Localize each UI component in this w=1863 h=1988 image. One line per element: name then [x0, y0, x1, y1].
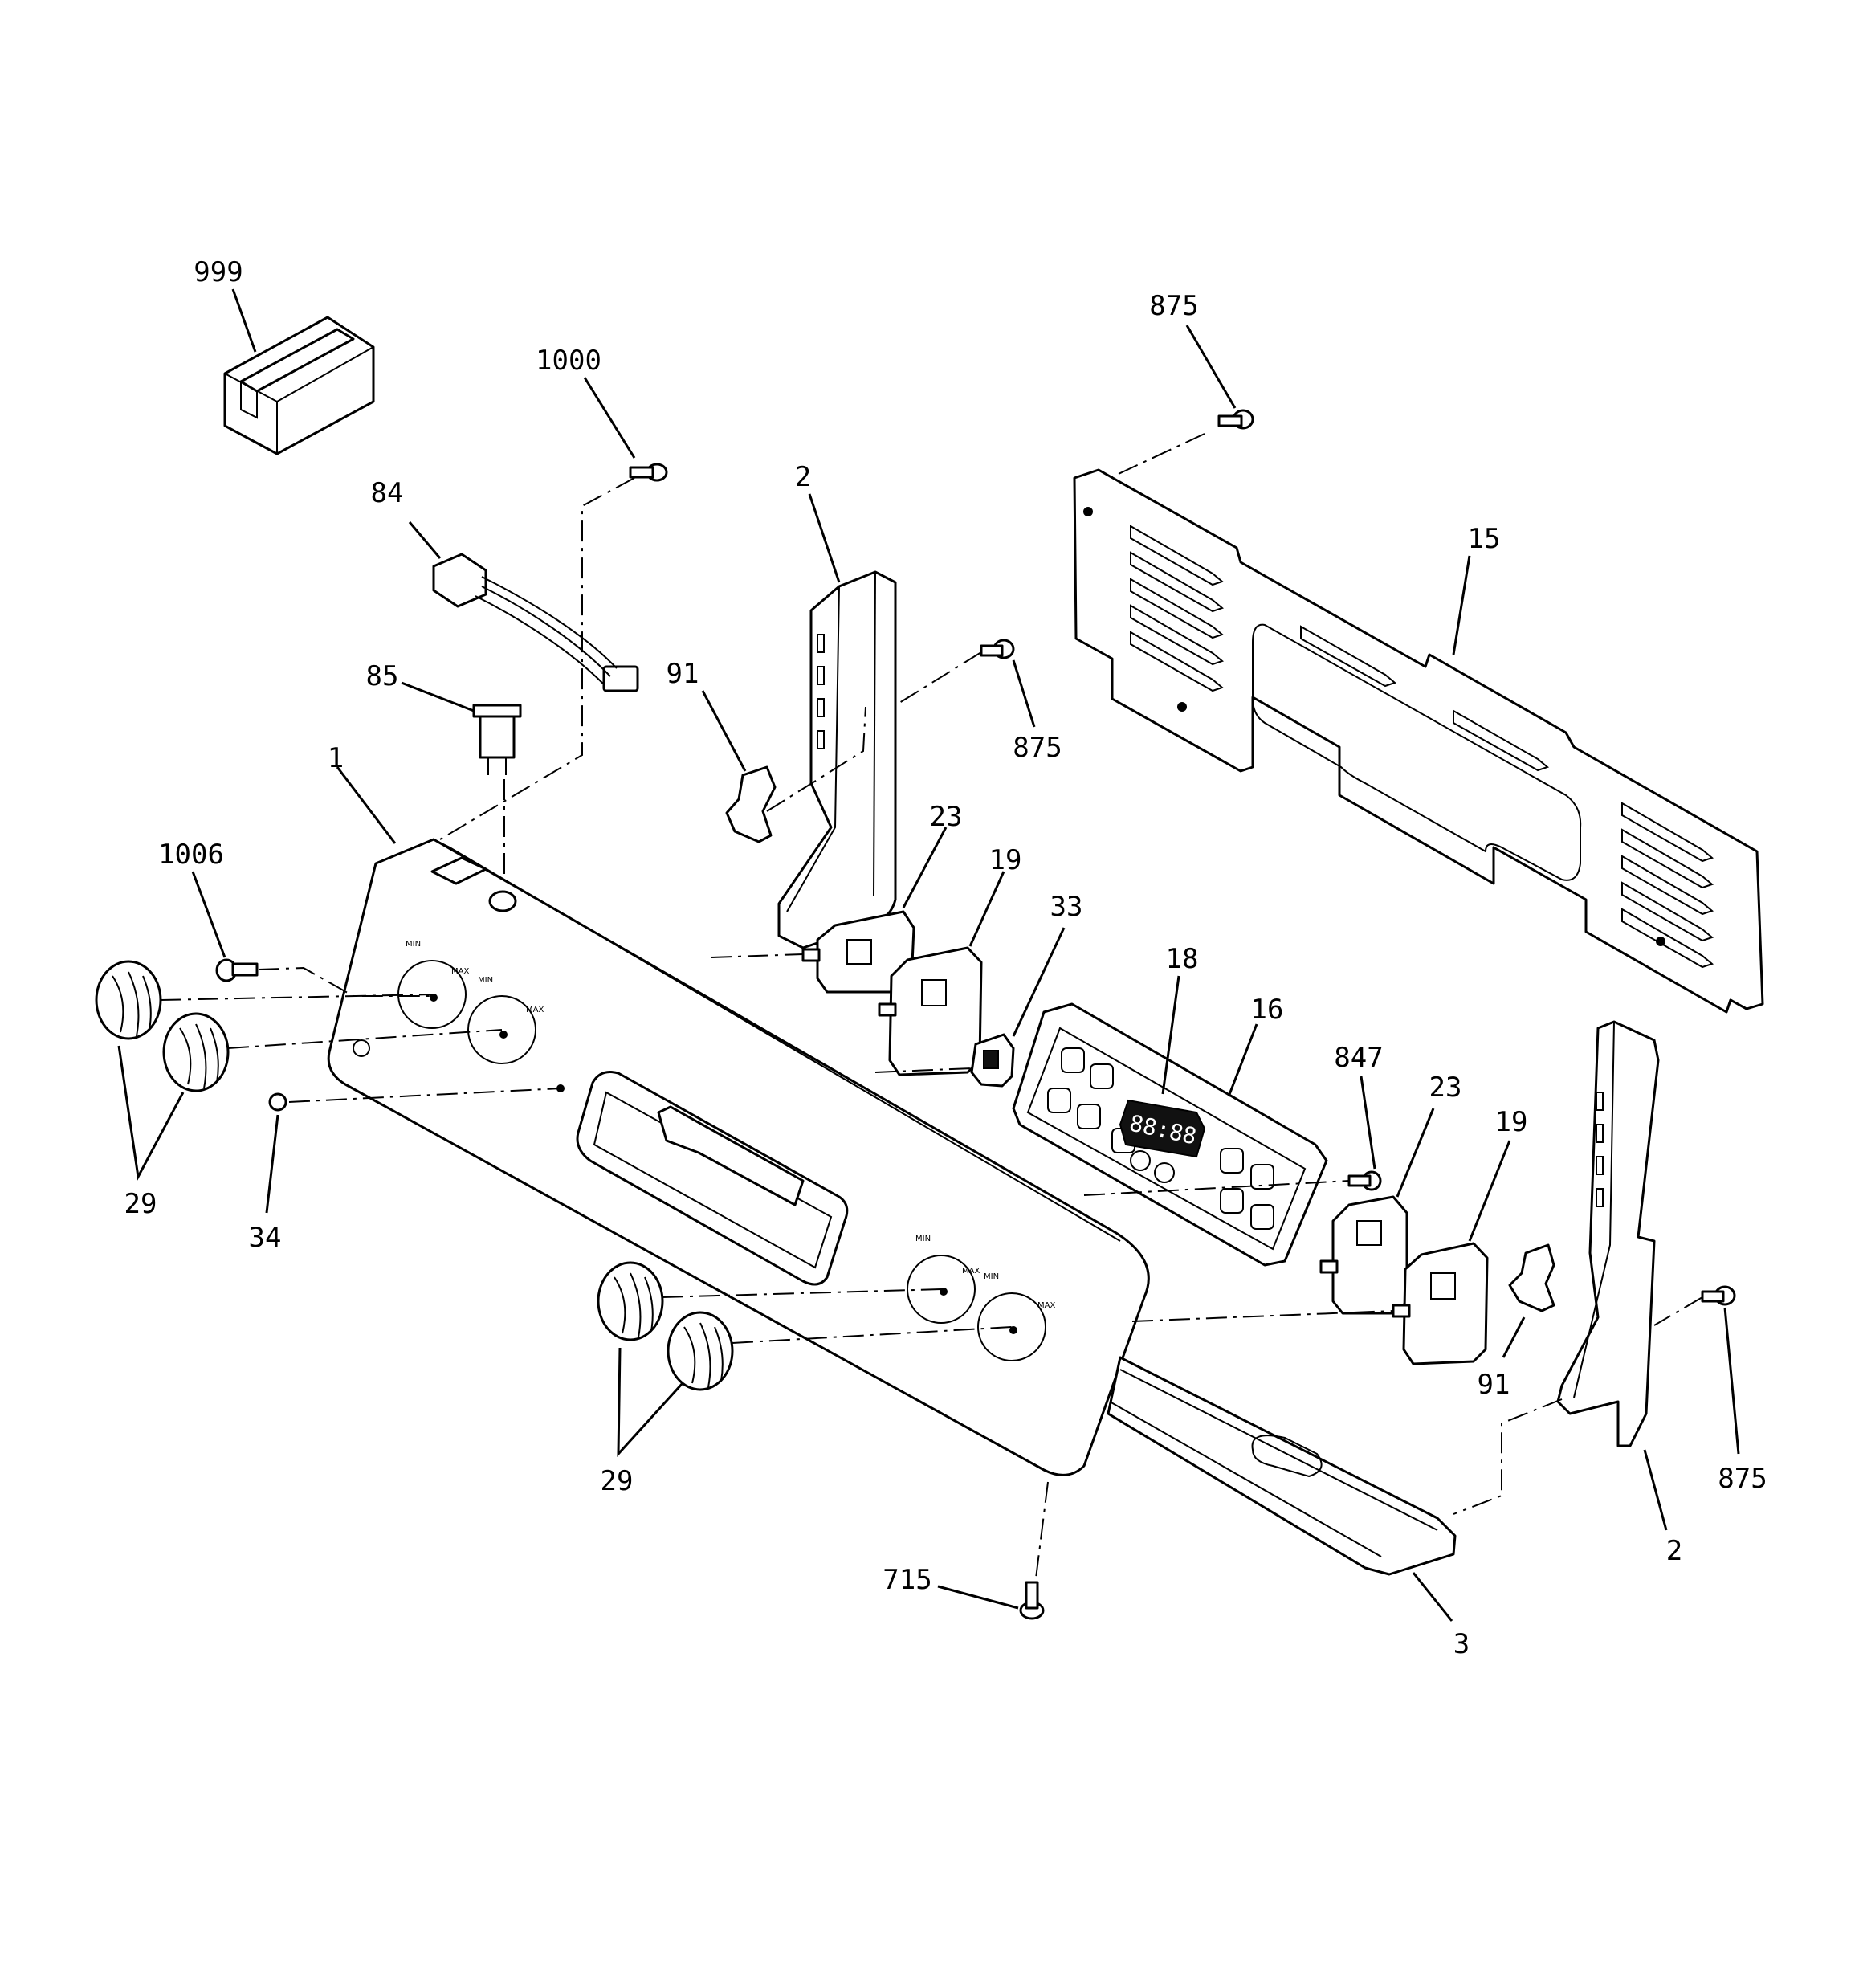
part-999-box	[223, 288, 375, 455]
part-29-knobs-left	[95, 960, 503, 1181]
callout-18: 18	[1166, 943, 1199, 975]
part-23-switch-upper	[710, 827, 948, 994]
part-2-bracket-upper	[777, 493, 897, 949]
part-91-clip-lower	[1502, 1243, 1555, 1358]
callout-91-upper: 91	[667, 658, 699, 690]
callout-3: 3	[1453, 1628, 1470, 1660]
part-19-switch-lower	[1131, 1140, 1511, 1365]
part-85-switch	[401, 681, 522, 884]
callout-2-lower: 2	[1666, 1535, 1682, 1567]
callout-1: 1	[328, 742, 344, 774]
callout-875-top: 875	[1149, 290, 1198, 322]
part-91-clip-upper	[701, 690, 866, 843]
part-1000-screw	[439, 377, 668, 840]
callout-16: 16	[1251, 994, 1284, 1026]
part-1006-screw	[191, 871, 434, 997]
part-19-switch-upper	[878, 871, 1005, 1076]
svg-text:MIN: MIN	[406, 940, 421, 949]
callout-1006: 1006	[158, 839, 224, 871]
svg-text:MAX: MAX	[526, 1006, 544, 1014]
part-18-display: 88:88	[1119, 1099, 1206, 1158]
callout-29-left: 29	[124, 1188, 157, 1220]
callout-875-lower: 875	[1718, 1463, 1767, 1495]
callout-19-lower: 19	[1495, 1106, 1528, 1138]
callout-33: 33	[1050, 891, 1083, 923]
svg-text:MIN: MIN	[984, 1272, 999, 1281]
part-715-screw	[937, 1481, 1049, 1620]
svg-text:MAX: MAX	[1037, 1301, 1055, 1310]
callout-15: 15	[1468, 523, 1501, 555]
part-34-plug	[265, 1088, 561, 1214]
part-1-control-panel: MIN MAX MIN MAX MIN MAX MIN MAX	[327, 766, 1150, 1476]
svg-text:MIN: MIN	[478, 976, 493, 985]
callout-19-upper: 19	[989, 844, 1022, 876]
part-15-rear-panel	[1073, 468, 1764, 1014]
callout-84: 84	[371, 477, 404, 509]
part-84-harness	[408, 521, 639, 692]
callout-875-mid: 875	[1013, 732, 1062, 764]
svg-text:MIN: MIN	[915, 1235, 931, 1243]
part-847-screw	[1347, 1076, 1382, 1191]
callout-23-upper: 23	[930, 801, 963, 833]
part-2-bracket-lower	[1453, 1020, 1668, 1531]
svg-text:MAX: MAX	[451, 967, 469, 976]
callout-85: 85	[366, 660, 399, 692]
callout-999: 999	[194, 256, 243, 288]
part-33-switch	[874, 927, 1066, 1088]
callout-1000: 1000	[536, 345, 601, 377]
callout-91-lower: 91	[1478, 1369, 1510, 1401]
callout-2-upper: 2	[795, 461, 811, 493]
callout-847: 847	[1334, 1042, 1383, 1074]
svg-text:MAX: MAX	[962, 1267, 980, 1276]
part-3-trim	[1107, 1356, 1457, 1622]
callout-23-lower: 23	[1429, 1072, 1462, 1104]
part-16-control-board: 88:88	[1012, 975, 1350, 1267]
callout-29-lower: 29	[601, 1465, 634, 1497]
callout-labels: 999 1000 84 85 1 1006 29 34 2 91 875 875…	[124, 256, 1767, 1660]
callout-715: 715	[883, 1564, 932, 1596]
callout-34: 34	[249, 1222, 282, 1254]
part-29-knobs-lower	[597, 1261, 1013, 1457]
part-875-screws	[899, 325, 1740, 1455]
